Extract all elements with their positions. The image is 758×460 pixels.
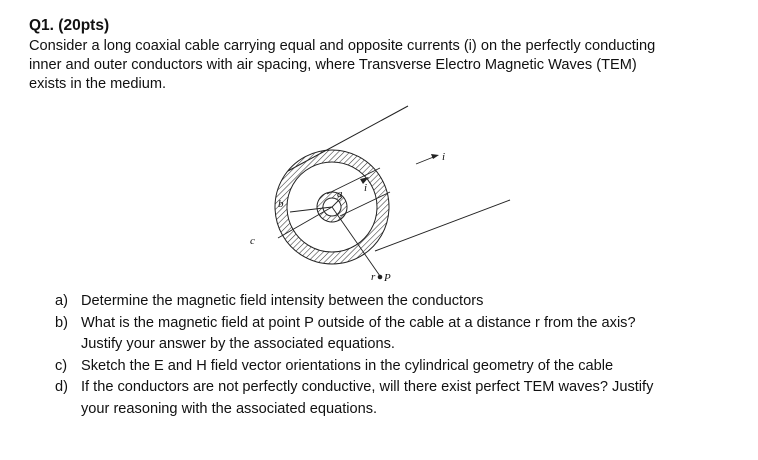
radius-r-line — [331, 206, 381, 277]
part-line: Justify your answer by the associated eq… — [81, 336, 395, 352]
intro-line: exists in the medium. — [29, 76, 167, 92]
label-c: c — [250, 235, 255, 247]
part-text: What is the magnetic field at point P ou… — [81, 313, 636, 356]
label-r: r — [371, 271, 376, 283]
part-text: If the conductors are not perfectly cond… — [81, 377, 653, 420]
list-item: a) Determine the magnetic field intensit… — [55, 291, 745, 313]
part-line: What is the magnetic field at point P ou… — [81, 314, 636, 331]
outer-conductor-ring — [274, 149, 390, 265]
part-text: Sketch the E and H field vector orientat… — [81, 356, 613, 378]
part-marker: b) — [55, 314, 68, 331]
point-p-dot — [377, 274, 383, 280]
radius-a-line — [331, 196, 343, 208]
list-item: b) What is the magnetic field at point P… — [55, 313, 745, 356]
question-title: Q1. (20pts) — [29, 17, 110, 34]
radius-b-line — [289, 206, 333, 213]
list-item: d) If the conductors are not perfectly c… — [55, 377, 745, 420]
radius-c-line — [277, 206, 333, 239]
part-text: Determine the magnetic field intensity b… — [81, 291, 483, 313]
question-parts: a) Determine the magnetic field intensit… — [55, 291, 745, 420]
part-line: If the conductors are not perfectly cond… — [81, 379, 654, 395]
question-intro: Consider a long coaxial cable carrying e… — [29, 37, 749, 94]
part-line: your reasoning with the associated equat… — [81, 400, 378, 417]
label-b: b — [278, 198, 284, 210]
coaxial-cable-figure: a b c i i r P — [250, 105, 511, 284]
part-marker: c) — [55, 357, 68, 374]
cable-outline-bottom — [374, 199, 511, 252]
inner-current-arrow — [360, 177, 369, 184]
list-item: c) Sketch the E and H field vector orien… — [55, 356, 745, 378]
intro-line: inner and outer conductors with air spac… — [29, 57, 637, 73]
outer-current-arrow — [431, 154, 439, 159]
label-a: a — [337, 188, 343, 200]
label-p: P — [383, 272, 391, 284]
label-i-inner: i — [364, 182, 367, 194]
part-marker: a) — [55, 293, 68, 309]
intro-line: Consider a long coaxial cable carrying e… — [29, 38, 656, 54]
label-i-outer: i — [442, 151, 445, 163]
part-line: Sketch the E and H field vector orientat… — [81, 357, 614, 374]
part-marker: d) — [55, 379, 68, 395]
part-line: Determine the magnetic field intensity b… — [81, 293, 484, 309]
